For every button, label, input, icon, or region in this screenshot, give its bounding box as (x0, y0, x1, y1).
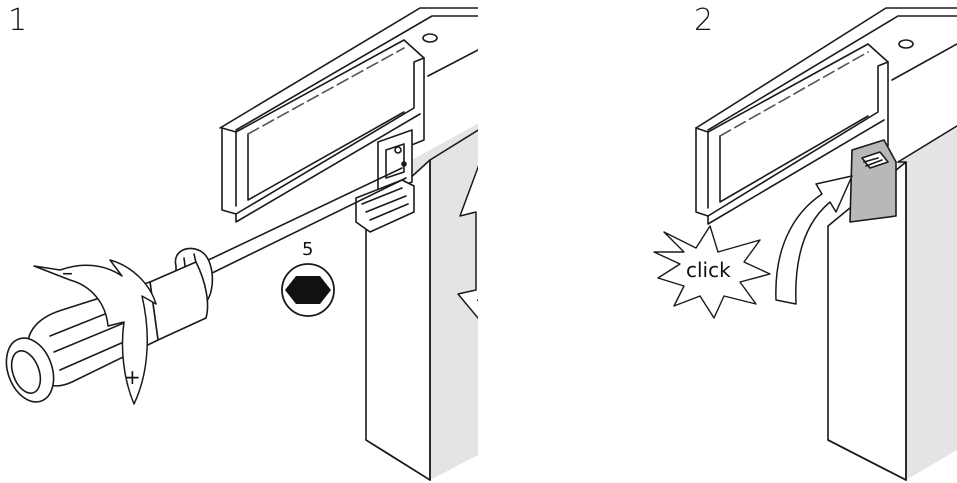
door-panel (827, 125, 957, 481)
height-minus-label: – (476, 287, 478, 311)
rotation-arrow (33, 259, 157, 405)
screwdriver-minus-label: – (62, 261, 73, 286)
u-channel-profile (695, 43, 889, 225)
top-rail (219, 7, 478, 131)
top-rail (695, 7, 957, 131)
motion-arrow (775, 175, 853, 305)
step-2-number: 2 (694, 3, 714, 38)
hex-size-label: 5 (302, 239, 313, 260)
step-1-illustration: 5 – + + – (5, 7, 478, 481)
step-2-panel: 2 (478, 0, 957, 483)
step-1-panel: 1 (0, 0, 478, 483)
click-burst (653, 225, 771, 319)
screwdriver-plus-label: + (124, 365, 141, 389)
hex-key-icon (281, 263, 335, 317)
step-2-illustration: click (653, 7, 957, 481)
height-plus-label: + (476, 184, 478, 205)
screwdriver (5, 167, 407, 403)
clip-cover (849, 139, 897, 223)
step-1-number: 1 (8, 3, 28, 38)
height-adjust-arrow (457, 165, 478, 320)
u-channel-profile (221, 39, 425, 223)
click-label: click (686, 258, 731, 282)
hanger-fitting (355, 129, 415, 233)
